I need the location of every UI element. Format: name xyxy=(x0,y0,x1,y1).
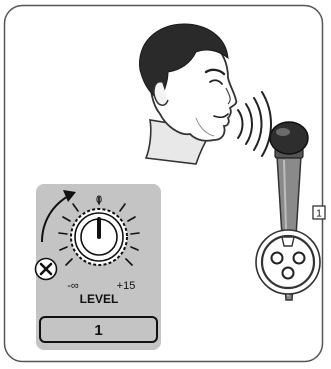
knob-scale-mid: 0 xyxy=(96,194,102,206)
xlr-pin-right xyxy=(294,253,305,264)
knob-scale-min: -∞ xyxy=(67,280,79,292)
xlr-pin-left xyxy=(272,253,283,264)
level-knob[interactable] xyxy=(71,209,127,265)
microphone-grille-highlight xyxy=(276,128,290,136)
xlr-connector-icon xyxy=(256,230,320,294)
close-icon[interactable] xyxy=(36,259,57,280)
channel-number: 1 xyxy=(94,322,102,339)
microphone-grille xyxy=(270,122,308,154)
xlr-pin-bottom xyxy=(283,268,294,279)
knob-scale-max: +15 xyxy=(117,280,136,292)
knob-label: LEVEL xyxy=(80,292,119,306)
xlr-top-notch xyxy=(282,237,294,246)
connector-badge: 1 xyxy=(316,209,322,220)
